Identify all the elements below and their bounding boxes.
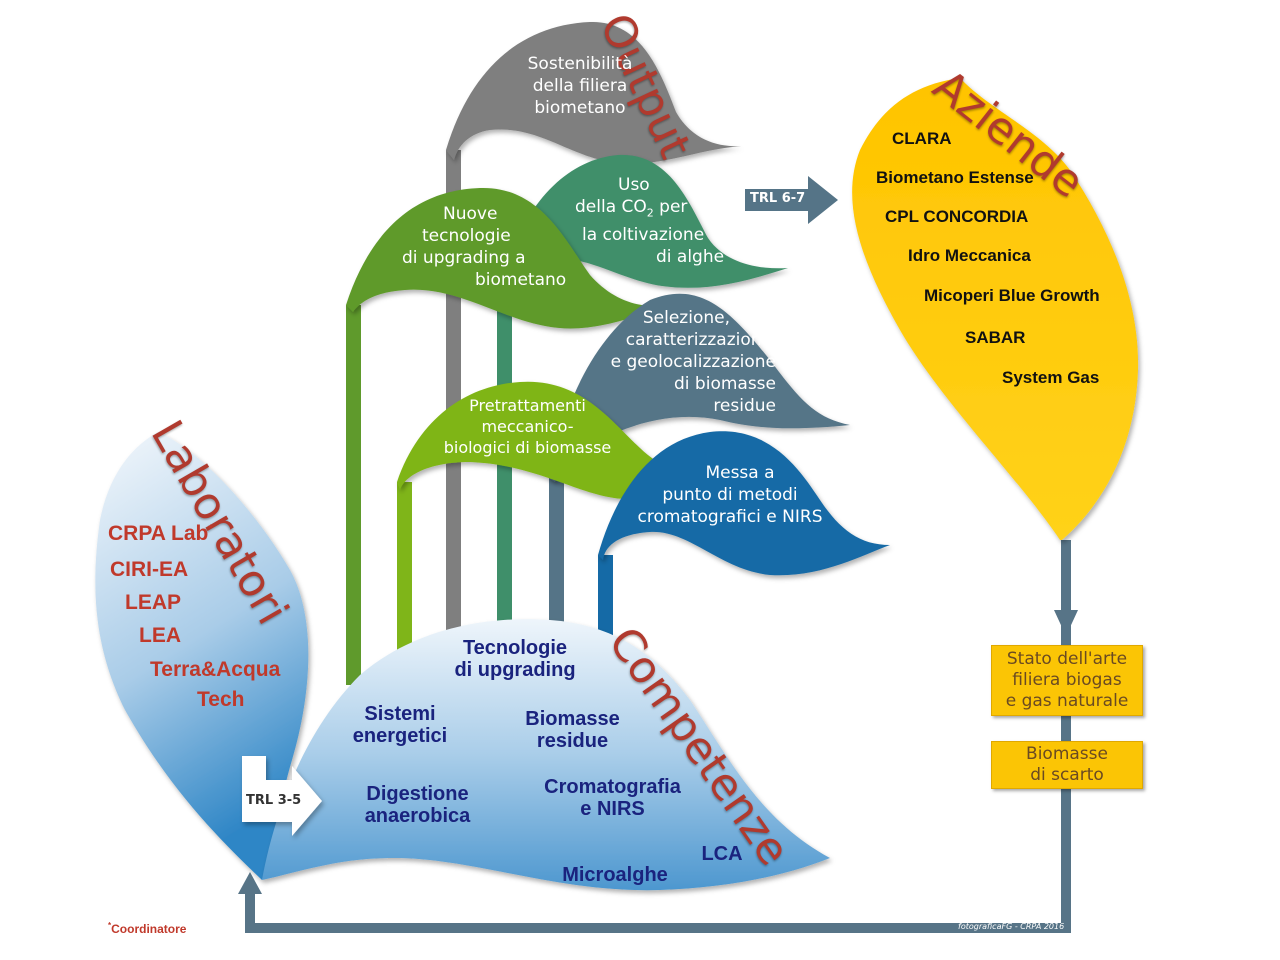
line: di biomasse [674,374,776,394]
line: Sistemi [364,703,436,725]
text-sostenibilita: Sostenibilità della filiera biometano [505,53,655,119]
coordinator-mark: * [208,523,213,535]
stem-lime-green [397,482,412,652]
line: Messa a [705,463,775,483]
line: energetici [352,725,448,747]
trl-upper-label: TRL 6-7 [750,191,806,206]
trl-lower-arrow [242,756,322,836]
leaf-messa-a-punto [598,431,890,576]
text-uso-co2: Uso della CO2 per la coltivazione di alg… [560,174,750,268]
line: punto di metodi [662,485,798,505]
comp-lca: LCA [701,843,743,865]
line: anaerobica [364,805,471,827]
line-co2: della CO2 per [560,196,750,224]
line: di alghe [656,247,725,268]
line: biometano [534,98,626,118]
box-biomasse-scarto: Biomasse di scarto [991,741,1143,789]
text-selezione: Selezione, caratterizzazione e geolocali… [586,307,776,417]
line: Tecnologie [462,637,568,659]
comp-microalghe: Microalghe [562,864,668,886]
comp-sistemi-energetici: Sistemi energetici [335,703,465,747]
line: di scarto [1030,765,1104,785]
line: Biomasse [1026,744,1108,764]
line: residue [536,730,609,752]
leaf-nuove-tecnologie [346,187,672,329]
footnote-text: Coordinatore [111,922,187,936]
lab-leap: LEAP [125,591,182,614]
comp-cromatografia-nirs: Cromatografia e NIRS [525,776,700,820]
line: Nuove [443,204,498,224]
line: e NIRS [580,798,645,820]
footnote: *Coordinatore [108,921,186,936]
line: Sostenibilità [527,54,633,74]
lab-ciri-ea: CIRI-EA [110,558,189,581]
line: di upgrading [454,659,576,681]
photo-credit: fotograficaFG - CRPA 2016 [958,922,1065,931]
line: di upgrading a [402,248,526,268]
azienda-idro-meccanica: Idro Meccanica [908,246,1031,265]
leaf-selezione [549,293,850,482]
line: Pretrattamenti [469,396,586,415]
lab-lea: LEA [139,624,181,647]
comp-tecnologie-upgrading: Tecnologie di upgrading [430,637,600,681]
line: la coltivazione [582,225,705,246]
lab-crpa-label: CRPA Lab [108,522,209,545]
line: biometano [475,270,567,290]
text-messa-a-punto: Messa a punto di metodi cromatografici e… [620,462,840,528]
lab-tech: Tech [197,688,245,711]
feedback-loop-arrowhead [238,872,262,894]
trl-upper-arrow [745,176,838,224]
leaf-pretrattamenti [397,381,720,500]
azienda-sabar: SABAR [965,328,1026,347]
azienda-micoperi: Micoperi Blue Growth [924,286,1100,305]
line: e gas naturale [1005,691,1129,711]
line: caratterizzazione [625,330,772,350]
box-stato-arte: Stato dell'arte filiera biogas e gas nat… [991,645,1143,716]
lab-crpa: CRPA Lab* [108,522,213,546]
line: cromatografici e NIRS [637,507,823,527]
aziende-down-arrowhead [1054,610,1078,636]
footnote-mark: * [108,921,112,930]
leaf-aziende [852,78,1139,540]
trl-lower-label: TRL 3-5 [246,793,302,808]
text-nuove-tecnologie: Nuove tecnologie di upgrading a biometan… [400,203,590,291]
line: residue [713,396,776,416]
line: biologici di biomasse [443,438,612,457]
azienda-system-gas: System Gas [1002,368,1100,387]
line: Digestione [366,783,469,805]
line: tecnologie [422,226,511,246]
azienda-clara: CLARA [892,129,952,148]
stem-slate-blue [549,478,564,633]
leaf-competenze [262,619,830,891]
comp-digestione-anaerobica: Digestione anaerobica [345,783,490,827]
stem-ocean-blue [598,555,613,645]
lab-terra-acqua: Terra&Acqua [150,658,281,681]
co2-subscript: 2 [646,206,654,220]
line: Biomasse [525,708,620,730]
line: Stato dell'arte [1006,649,1128,669]
azienda-biometano-estense: Biometano Estense [876,168,1034,187]
line: Cromatografia [544,776,681,798]
co2-text: della CO [575,197,647,217]
azienda-cpl-concordia: CPL CONCORDIA [885,207,1029,226]
leaf-sostenibilita [446,21,745,164]
text-pretrattamenti: Pretrattamenti meccanico- biologici di b… [425,395,630,458]
line: Uso [618,175,650,195]
line: meccanico- [481,417,574,436]
co2-per: per [653,197,688,217]
line: filiera biogas [1012,670,1122,690]
comp-biomasse-residue: Biomasse residue [505,708,640,752]
leaf-uso-co2 [497,154,788,305]
line: della filiera [532,76,628,96]
line: Selezione, [642,308,730,328]
line: e geolocalizzazione [610,352,776,372]
feedback-loop-line [245,540,1071,933]
stem-dark-green [346,305,361,685]
